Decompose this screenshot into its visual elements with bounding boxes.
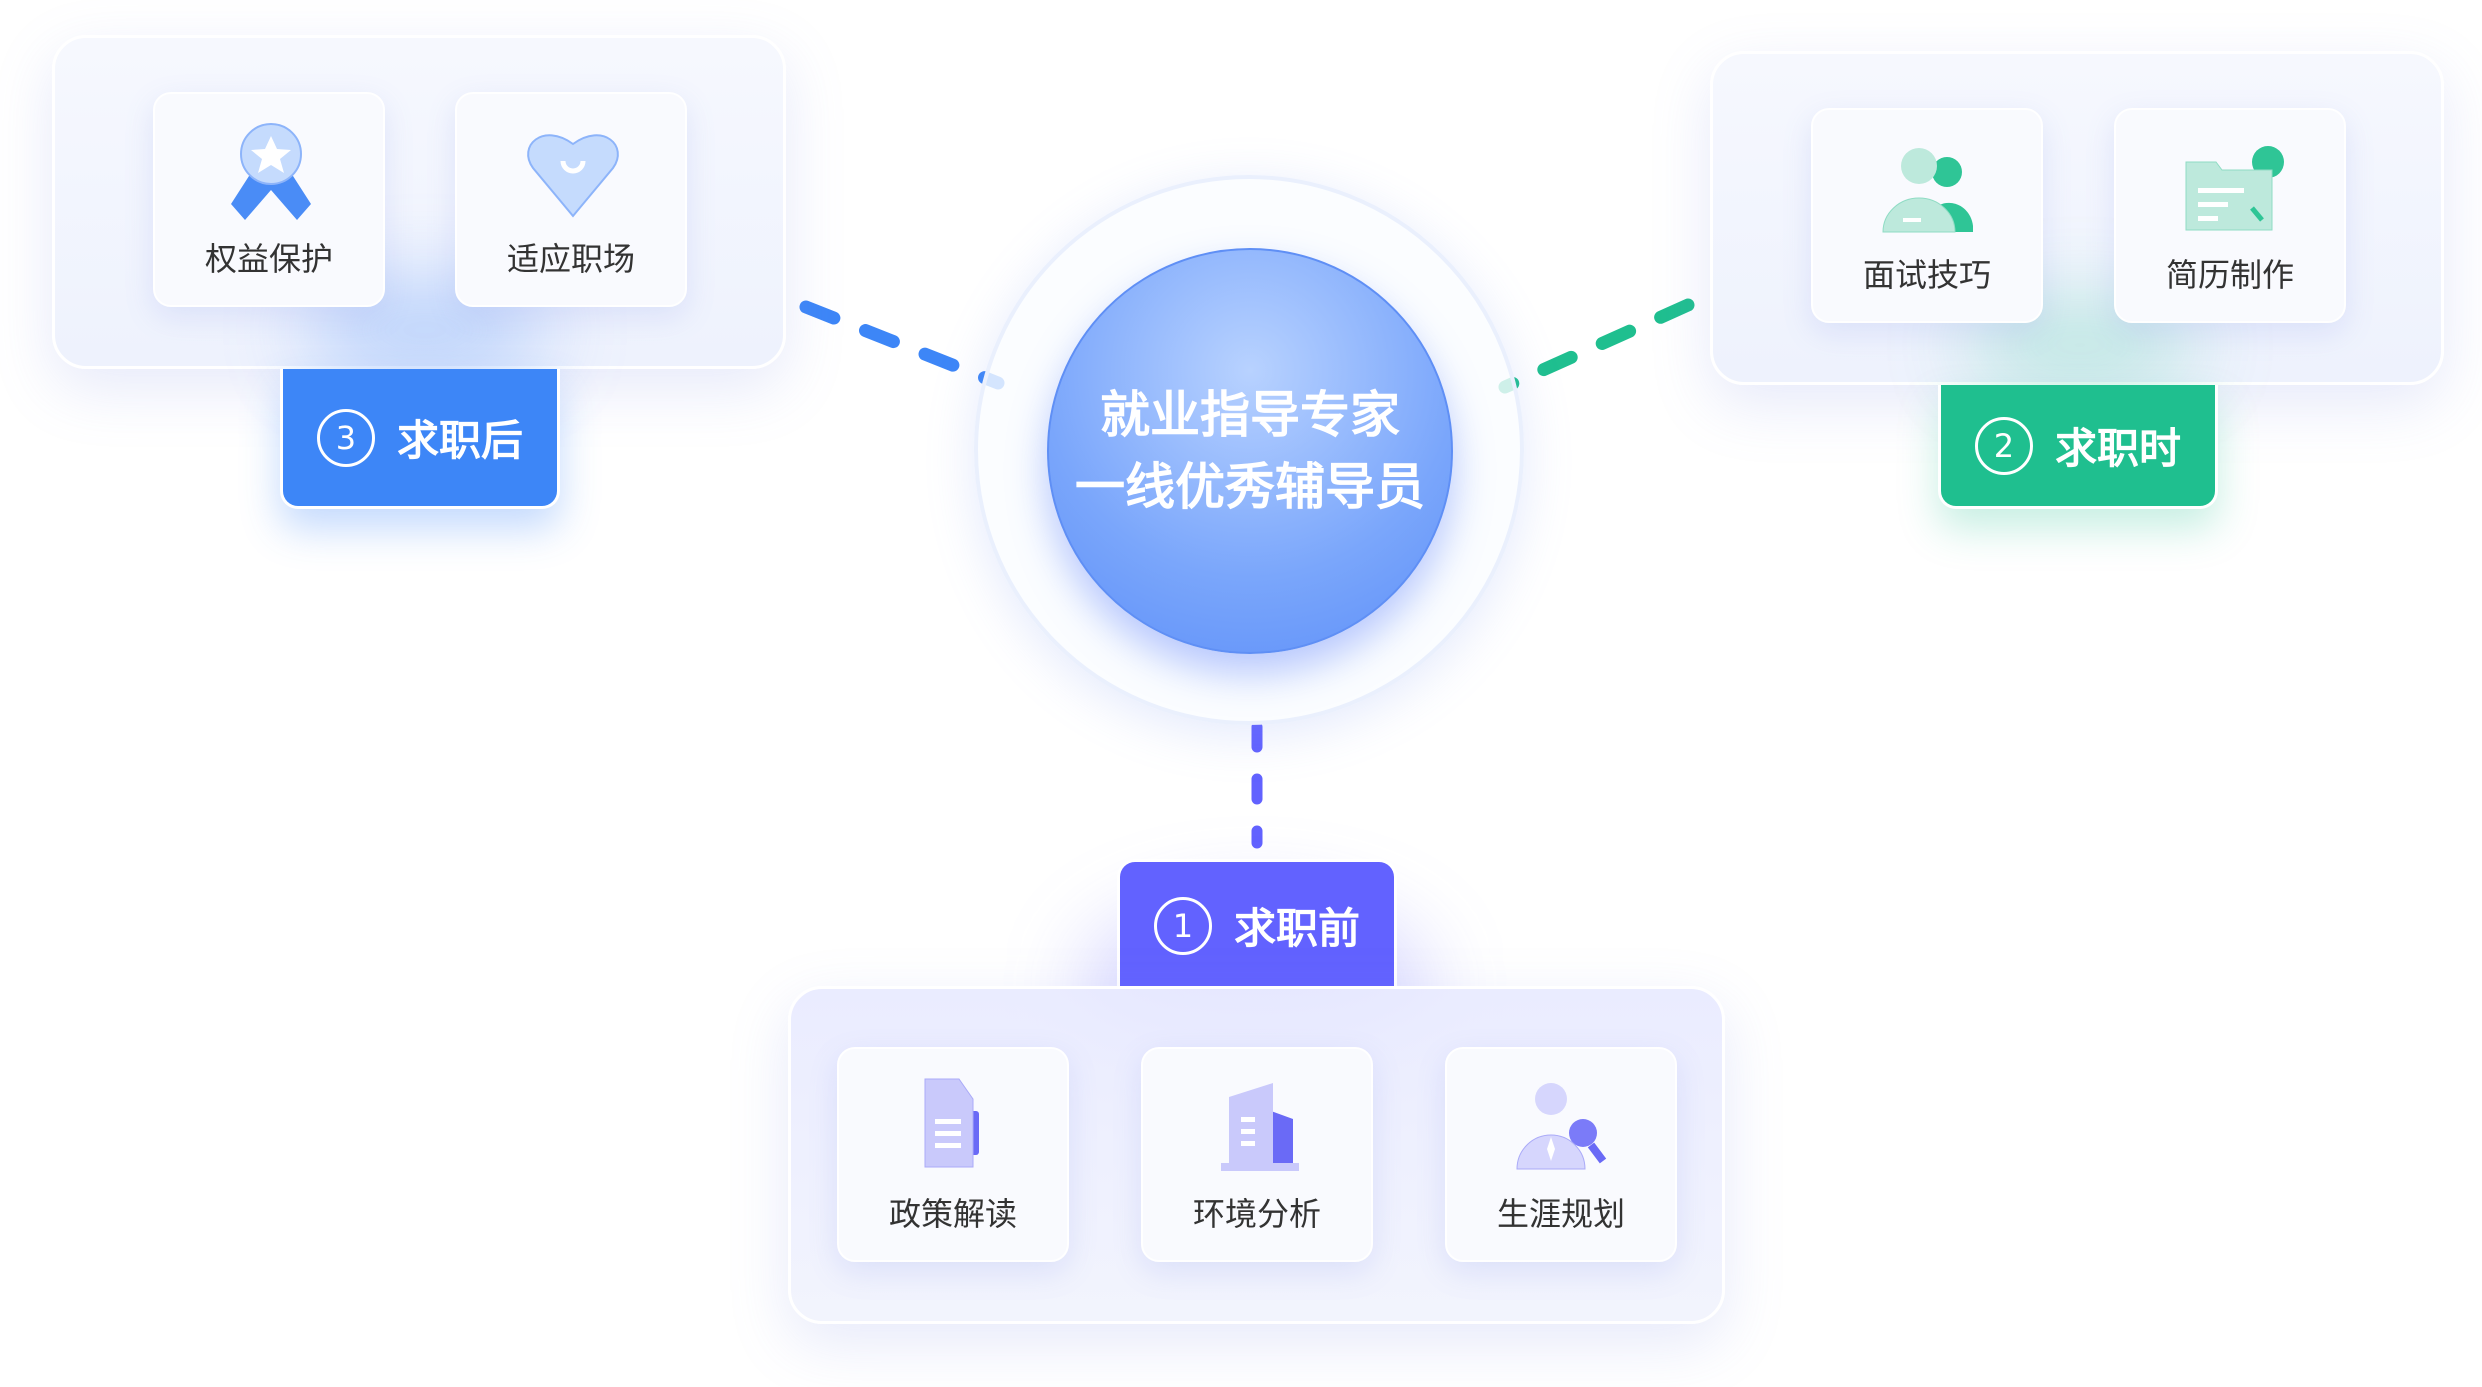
card-label: 简历制作 (2165, 256, 2294, 294)
stage-1-tab[interactable]: 1 求职前 (1117, 859, 1397, 989)
card-interview-skills[interactable]: 面试技巧 (1811, 108, 2043, 323)
stage-2-tab[interactable]: 2 求职时 (1938, 385, 2218, 509)
stage-label: 求职后 (396, 416, 523, 465)
card-label: 政策解读 (888, 1195, 1017, 1233)
center-title-line2: 一线优秀辅导员 (1075, 458, 1425, 516)
connector-stage-3 (799, 300, 1005, 390)
heart-smile-icon (527, 134, 619, 218)
connector-stage-2 (1498, 298, 1695, 394)
card-policy-interpretation[interactable]: 政策解读 (837, 1047, 1069, 1262)
card-environment-analysis[interactable]: 环境分析 (1141, 1047, 1373, 1262)
document-icon (924, 1078, 979, 1168)
stage-3-tab[interactable]: 3 求职后 (280, 369, 560, 509)
stage-label: 求职前 (1233, 904, 1360, 953)
stage-number: 2 (1974, 416, 2033, 475)
card-label: 生涯规划 (1496, 1195, 1625, 1233)
card-label: 权益保护 (204, 240, 333, 278)
card-label: 适应职场 (506, 240, 635, 278)
people-icon (1882, 148, 1973, 233)
person-search-icon (1516, 1083, 1607, 1170)
center-circle: 就业指导专家 一线优秀辅导员 (1047, 248, 1453, 654)
stage-number: 3 (316, 408, 375, 467)
card-label: 环境分析 (1192, 1195, 1321, 1233)
card-adapt-workplace[interactable]: 适应职场 (455, 92, 687, 307)
award-ribbon-icon (231, 123, 311, 220)
card-resume-writing[interactable]: 简历制作 (2114, 108, 2346, 323)
card-rights-protection[interactable]: 权益保护 (153, 92, 385, 307)
center-title-line1: 就业指导专家 (1100, 386, 1400, 444)
stage-label: 求职时 (2054, 424, 2181, 473)
building-icon (1221, 1083, 1299, 1171)
stage-number: 1 (1153, 896, 1212, 955)
card-career-planning[interactable]: 生涯规划 (1445, 1047, 1677, 1262)
card-label: 面试技巧 (1862, 256, 1991, 294)
center-hub: 就业指导专家 一线优秀辅导员 (974, 175, 1524, 725)
resume-icon (2185, 146, 2284, 231)
